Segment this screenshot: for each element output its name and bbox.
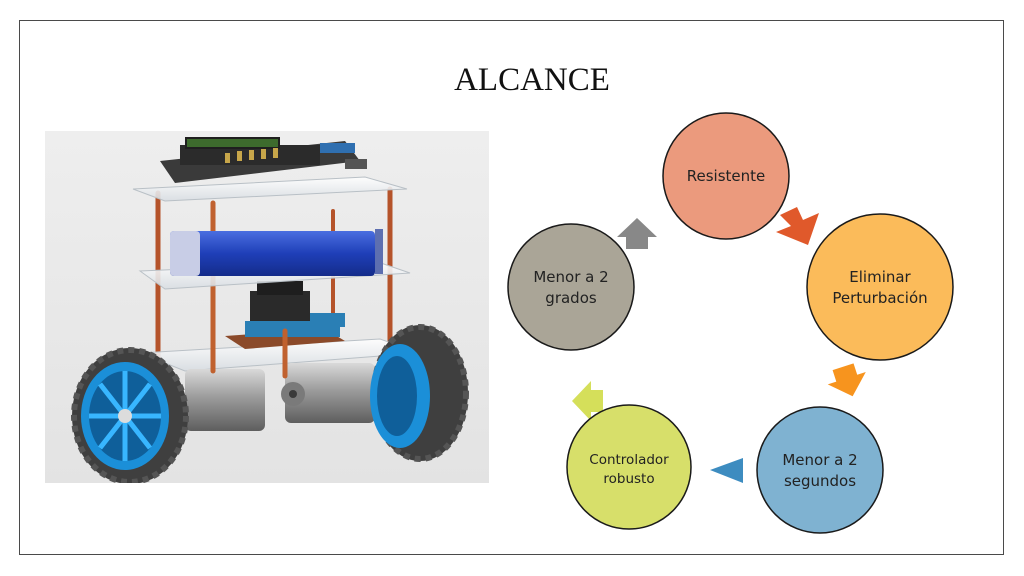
cycle-node-eliminar-perturbacion: Eliminar Perturbación	[806, 213, 954, 361]
svg-text:Resistente: Resistente	[687, 167, 766, 185]
cycle-arrow	[776, 207, 819, 245]
motor-left	[185, 369, 265, 431]
robot-illustration	[45, 131, 489, 483]
cycle-arrow	[710, 458, 743, 483]
cycle-node-menor-2-segundos: Menor a 2 segundos	[756, 406, 884, 534]
svg-text:Perturbación: Perturbación	[832, 289, 927, 307]
wheel-right	[370, 324, 469, 462]
svg-text:Menor a 2: Menor a 2	[782, 451, 857, 469]
cycle-diagram: Resistente Eliminar Perturbación Menor a…	[507, 112, 954, 534]
cycle-arrow	[617, 218, 657, 249]
battery	[170, 229, 383, 276]
cycle-node-controlador-robusto: Controlador robusto	[566, 404, 692, 530]
cycle-node-resistente: Resistente	[662, 112, 790, 240]
controller-board	[160, 137, 367, 183]
svg-text:robusto: robusto	[603, 471, 654, 487]
svg-text:segundos: segundos	[784, 472, 856, 490]
svg-text:grados: grados	[545, 289, 597, 307]
svg-text:Menor a 2: Menor a 2	[533, 268, 608, 286]
motor-right	[281, 363, 375, 423]
slide-title: ALCANCE	[454, 62, 610, 98]
wheel-left	[71, 347, 189, 483]
cycle-arrow	[572, 381, 603, 421]
cycle-arrow	[827, 363, 866, 397]
svg-text:Eliminar: Eliminar	[849, 268, 911, 286]
svg-text:Controlador: Controlador	[589, 452, 669, 468]
cycle-node-menor-2-grados: Menor a 2 grados	[507, 223, 635, 351]
